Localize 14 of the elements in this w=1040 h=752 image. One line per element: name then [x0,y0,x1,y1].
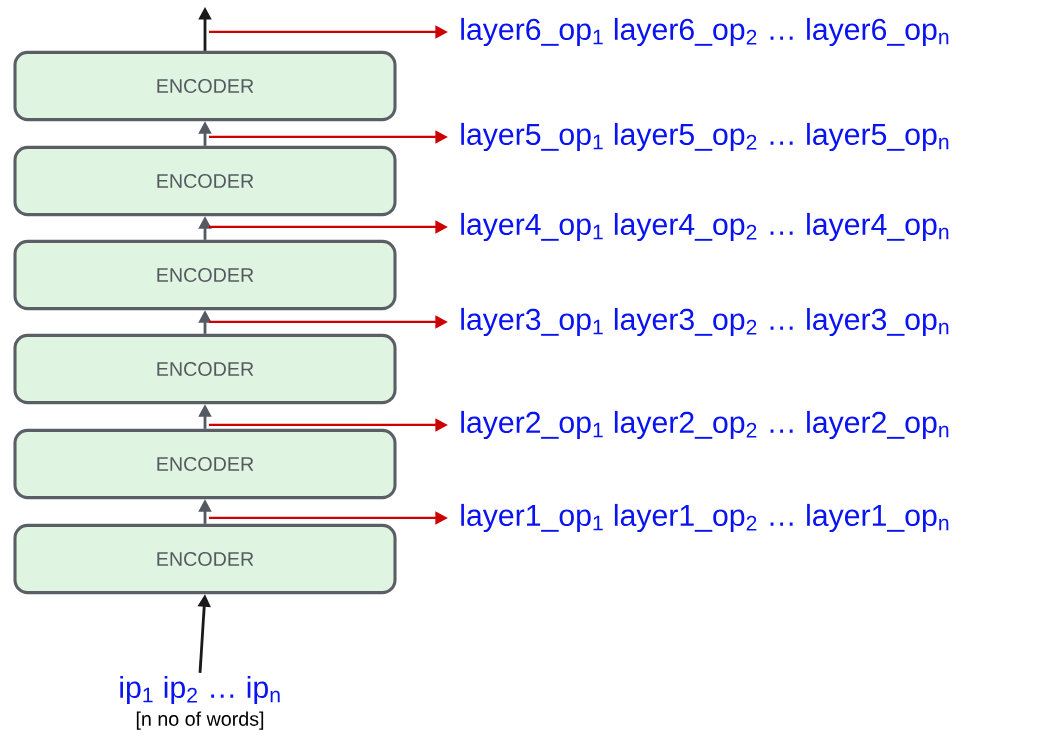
encoder-box: ENCODER [13,428,397,500]
output-text: layer4_op$_{1}$ layer4_op$_{2}$ … layer4_op$_{n}$ [461,212,949,242]
output-text: layer3_op$_{1}$ layer3_op$_{2}$ … layer3_op$_{n}$ [461,307,949,337]
output-text: layer6_op$_{1}$ layer6_op$_{2}$ … layer6_op$_{n}$ [461,17,949,47]
note-text: [n no of words] [136,711,264,730]
encoder-box: ENCODER [13,333,397,405]
output-text: layer5_op$_{1}$ layer5_op$_{2}$ … layer5_op$_{n}$ [461,122,949,152]
encoder-box: ENCODER [13,523,397,595]
input-text: ip$_{1}$ ip$_{2}$ … ip$_{n}$ [120,675,280,705]
encoder-box: ENCODER [13,50,397,122]
output-text: layer2_op$_{1}$ layer2_op$_{2}$ … layer2_op$_{n}$ [461,410,949,440]
encoder-box: ENCODER [13,239,397,311]
output-text: layer1_op$_{1}$ layer1_op$_{2}$ … layer1_op$_{n}$ [461,503,949,533]
encoder-box: ENCODER [13,145,397,217]
